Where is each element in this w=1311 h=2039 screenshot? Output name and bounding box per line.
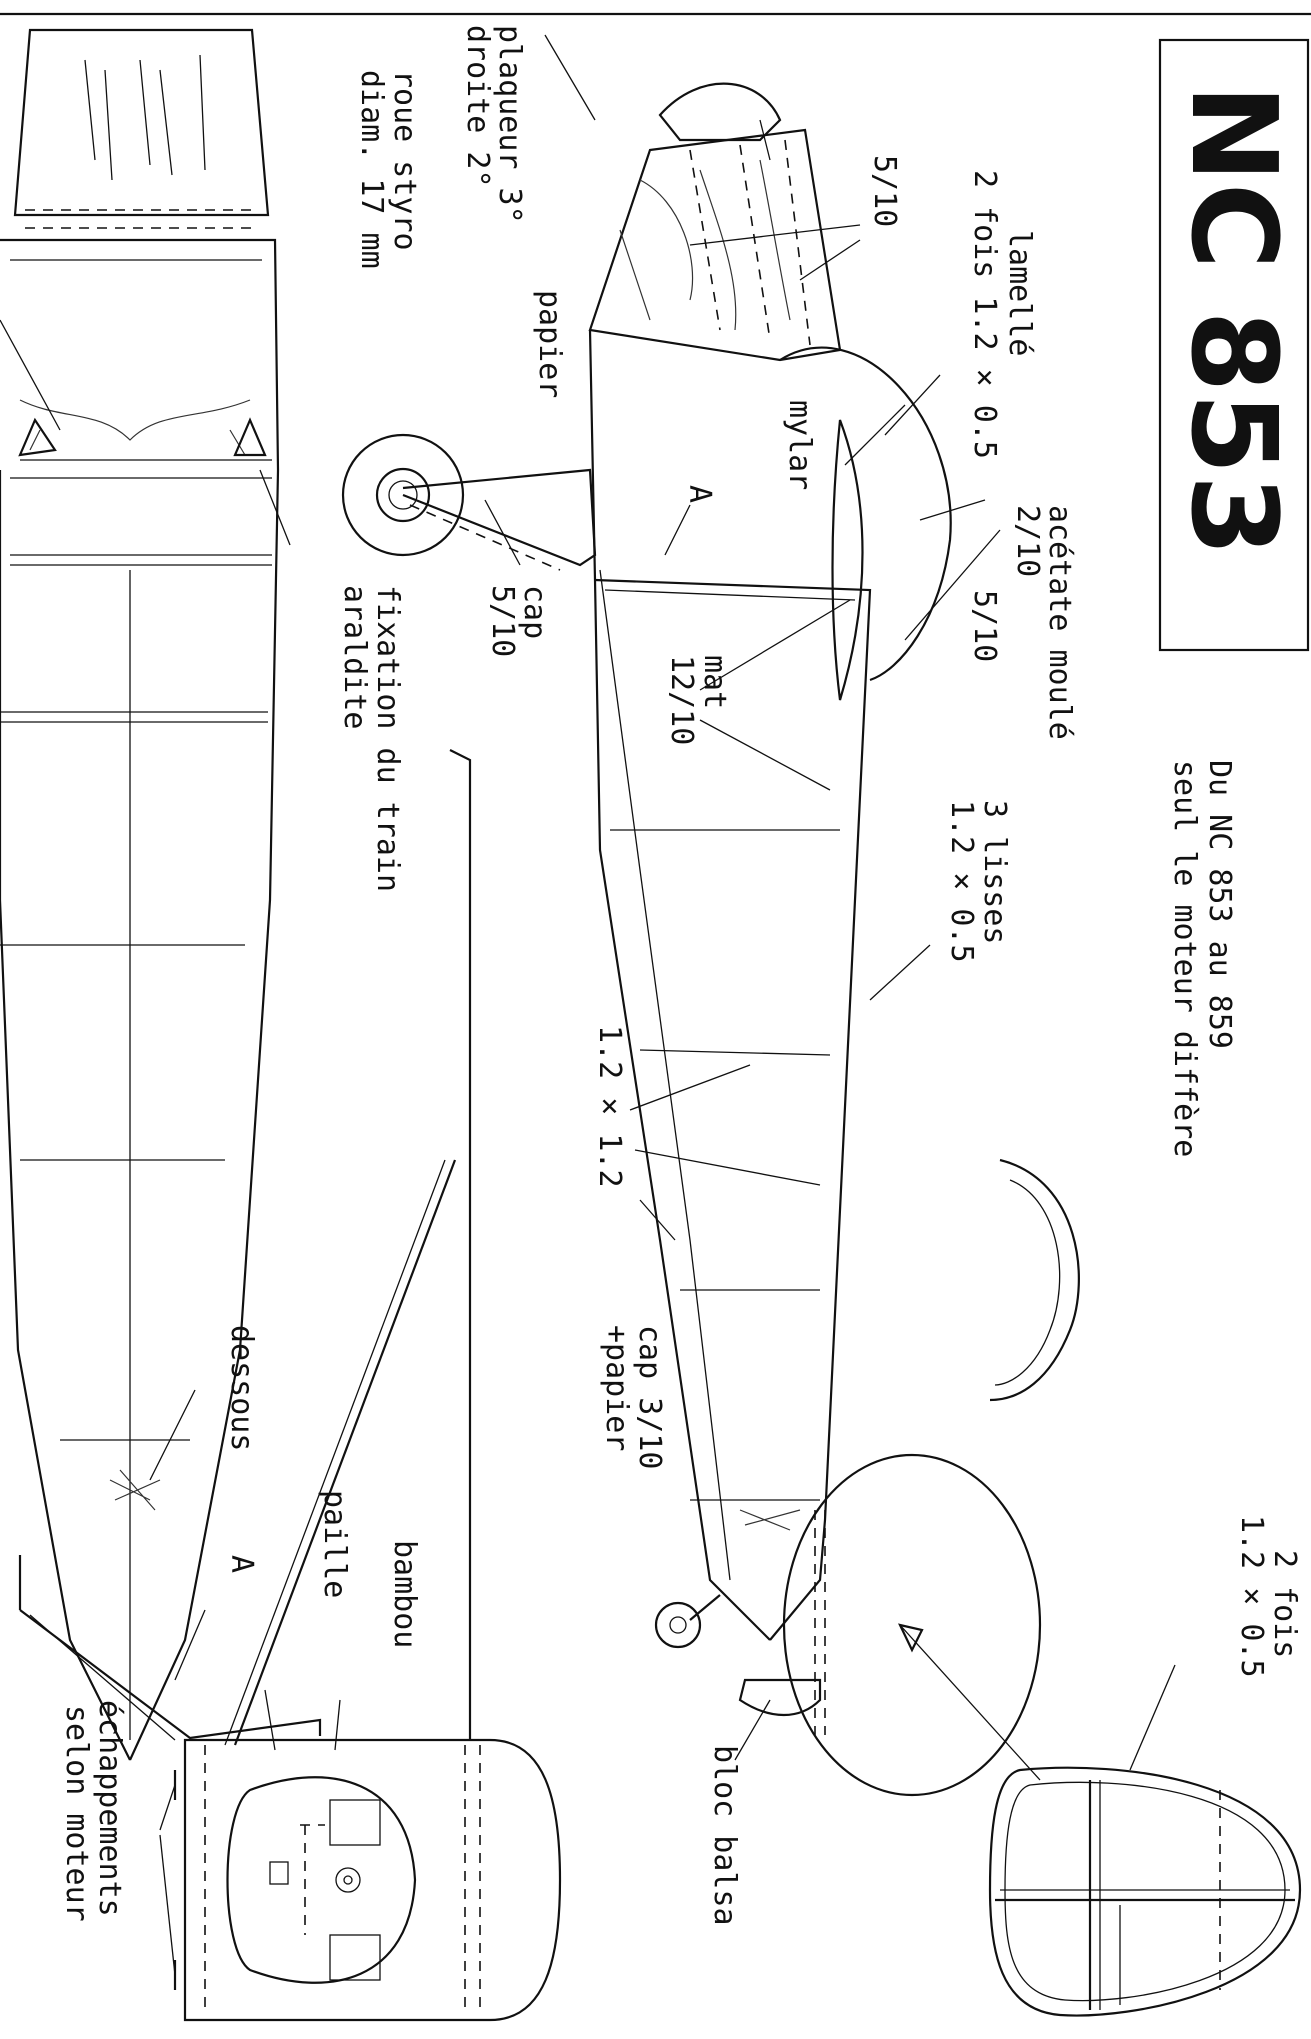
label-plaqueur-1: plaqueur 3° — [492, 25, 527, 224]
fuselage-cross-section — [988, 1664, 1302, 2017]
fillet-curve — [989, 1158, 1080, 1402]
label-a-bottom: A — [224, 1555, 259, 1573]
label-roue-2: diam. 17 mm — [354, 70, 389, 269]
label-echappements-2: selon moteur — [59, 1705, 94, 1922]
fuselage-side-view — [588, 82, 1042, 1797]
label-lamelle-1: lamellé — [1002, 230, 1037, 356]
fuselage-side-left — [0, 470, 131, 1761]
wing-strut-line — [449, 749, 472, 1740]
label-cap-510-1: cap — [517, 585, 552, 639]
label-roue-1: roue styro — [387, 70, 422, 251]
label-lisses-1: 3 lisses — [977, 800, 1012, 945]
label-510-b: 5/10 — [967, 590, 1002, 662]
label-deux-fois-2: 1.2 × 0.5 — [1234, 1515, 1269, 1678]
label-510-a: 5/10 — [867, 155, 902, 227]
note-line-2: seul le moteur diffère — [1167, 760, 1202, 1157]
label-fixation-1: fixation du train — [370, 585, 405, 892]
label-cap-310-1: cap 3/10 — [632, 1325, 667, 1470]
cowling-top-view — [183, 1738, 562, 2022]
label-plaqueur-2: droite 2° — [460, 25, 495, 188]
wheel-outer — [341, 433, 465, 557]
label-acetate-1: acétate moulé — [1042, 505, 1077, 740]
label-a-top: A — [682, 485, 717, 503]
annotations: plaqueur 3° droite 2° roue styro diam. 1… — [59, 25, 1302, 1926]
label-mat-1: mat — [697, 655, 732, 709]
note-line-1: Du NC 853 au 859 — [1202, 760, 1237, 1049]
windshield-frame — [831, 419, 864, 701]
label-cap-310-2: +papier — [599, 1325, 634, 1451]
cross-section-ellipse — [782, 1453, 1042, 1797]
leader-lines — [149, 224, 1001, 1976]
label-lisses-2: 1.2 × 0.5 — [944, 800, 979, 963]
label-lamelle-2: 2 fois 1.2 × 0.5 — [967, 170, 1002, 459]
fuselage-bottom-view — [0, 28, 280, 1761]
label-papier: papier — [532, 290, 567, 398]
title-block: NC 853 — [1158, 38, 1310, 652]
drawing-title: NC 853 — [1165, 84, 1303, 557]
tail-wheel — [654, 1601, 702, 1649]
note-text: Du NC 853 au 859 seul le moteur diffère — [1167, 760, 1237, 1157]
label-dessous: dessous — [224, 1325, 259, 1451]
fuselage-bottom-longeron — [588, 329, 771, 1641]
label-deux-fois-1: 2 fois — [1267, 1550, 1302, 1658]
label-mylar: mylar — [782, 400, 817, 490]
rudder-outline — [588, 128, 842, 362]
label-bambou: bambou — [387, 1540, 422, 1648]
label-cap-510-2: 5/10 — [485, 585, 520, 657]
label-acetate-2: 2/10 — [1010, 505, 1045, 577]
wheel-inner — [375, 467, 431, 523]
label-12x12: 1.2 × 1.2 — [592, 1025, 627, 1188]
engine-outline — [226, 1776, 417, 1984]
fuselage-top-longeron — [594, 578, 872, 1641]
label-echappements-1: échappements — [92, 1700, 127, 1917]
label-mat-2: 12/10 — [664, 655, 699, 745]
wing-root-view — [18, 749, 562, 2022]
label-paille: paille — [317, 1490, 352, 1598]
stab-tip — [658, 82, 782, 142]
label-fixation-2: araldite — [337, 585, 372, 730]
title-frame — [1158, 38, 1310, 652]
canopy-outline — [779, 346, 952, 682]
label-bloc-balsa: bloc balsa — [707, 1745, 742, 1926]
fuselage-side-right — [0, 238, 280, 1761]
cowl-outline — [13, 28, 270, 217]
